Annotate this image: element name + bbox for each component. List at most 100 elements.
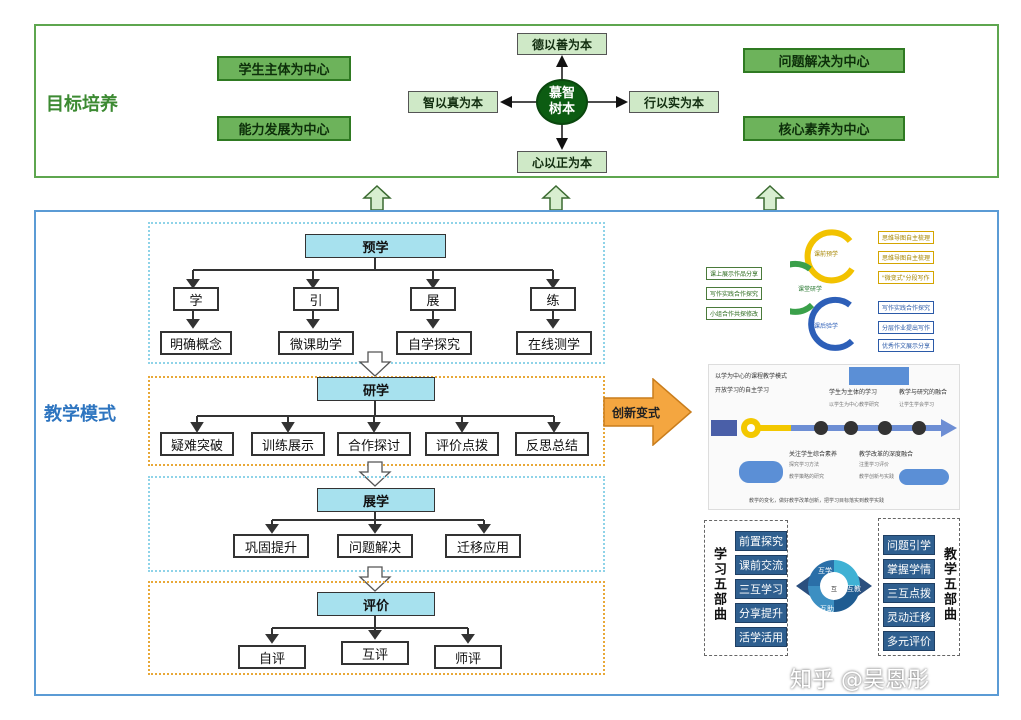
timeline-text: 注重学习评价 [859,462,890,468]
yuxue-leaf: 在线测学 [516,331,592,355]
teaching-step: 多元评价 [883,631,935,651]
timeline-text: 教学改革的深度融合 [859,451,914,458]
timeline-bubble [899,469,949,485]
zhanxue-leaf: 问题解决 [337,534,413,558]
yuxue-leaf: 微课助学 [278,331,354,355]
timeline-caption: 教学的变化，做好教学改革创新，把学习目标落实到教学实践 [749,498,885,504]
teaching-mode-panel [34,210,999,696]
watermark: 知乎 @吴恩彤 [790,668,929,693]
mutual-learning-cycle-icon [796,560,872,612]
mutual-label: 互学 [818,567,832,575]
yuxue-sub-lian: 练 [530,287,576,311]
timeline-text: 让学生学会学习 [899,402,935,408]
teaching-step: 三互点拨 [883,583,935,603]
goal-box-ability-centered: 能力发展为中心 [217,116,351,141]
key-timeline-infographic: 以学为中心的课程教学模式 开放学习的自主学习 学生为主体的学习 教学与研究的融合… [708,364,960,510]
cycle-right-tag: 分层作业提出写作 [878,321,935,334]
cycle-right-tag: 优秀作文展示分享 [878,339,935,352]
key-timeline-bar [711,418,957,438]
learning-step: 课前交流 [735,555,787,575]
stage-zhanxue-head: 展学 [317,488,435,512]
cycle-right-tag: 思维导图自主梳理 [878,231,935,244]
goal-panel [34,24,999,178]
up-arrow-icon [541,184,571,211]
stage-yanxue-head: 研学 [317,377,435,401]
goal-box-competency-centered: 核心素养为中心 [743,116,905,141]
up-arrow-icon [755,184,785,211]
cycle-right-tag: 思维导图自主梳理 [878,251,935,264]
cycle-circle-label: 课前预学 [814,251,839,258]
mutual-label: 互助 [820,605,834,613]
cycle-left-tag: 小组合作共探修改 [706,307,763,320]
teaching-step: 掌握学情 [883,559,935,579]
cycle-infographic: 课前预学 课堂研学 课后验学 课上展示作品分享 写作实践合作探究 小组合作共探修… [706,225,956,355]
teaching-five-parts: 问题引学 掌握学情 三互点拨 灵动迁移 多元评价 教学五部曲 [878,518,960,656]
stage-yuxue-head: 预学 [305,234,446,258]
pingjia-leaf: 自评 [238,645,306,669]
learning-step: 活学活用 [735,627,787,647]
learning-step: 前置探究 [735,531,787,551]
cycle-left-tag: 课上展示作品分享 [706,267,763,280]
learning-five-parts-title: 学习五部曲 [711,547,726,622]
timeline-bubble [739,461,783,483]
stage-pingjia-frame [148,581,605,675]
compass-bottom: 心以正为本 [517,151,607,173]
pingjia-leaf: 师评 [434,645,502,669]
cycle-arcs [790,229,855,351]
yanxue-connectors [190,401,561,433]
cycle-right-tag: 写作实践合作探究 [878,301,935,314]
core-line-1: 慕智 [548,86,575,101]
pingjia-leaf: 互评 [341,641,409,665]
learning-five-parts: 学习五部曲 前置探究 课前交流 三互学习 分享提升 活学活用 [704,520,788,656]
yuxue-connectors [186,258,560,329]
timeline-text: 学生为主体的学习 [829,389,878,396]
teaching-step: 问题引学 [883,535,935,555]
yanxue-leaf: 疑难突破 [160,432,234,456]
goal-box-student-centered: 学生主体为中心 [217,56,351,81]
yanxue-leaf: 反思总结 [515,432,589,456]
pingjia-connectors [265,616,475,644]
innovation-label: 创新变式 [611,405,660,420]
learning-step: 三互学习 [735,579,787,599]
goal-panel-title: 目标培养 [46,94,118,115]
core-line-2: 树本 [548,102,575,117]
timeline-text: 关注学生综合素养 [789,451,838,458]
teaching-five-parts-title: 教学五部曲 [941,547,956,622]
timeline-text: 教学与研究的融合 [899,389,948,396]
cycle-right-tag: "微变式"分段写作 [878,271,934,284]
up-arrow-icon [362,184,392,211]
compass-right: 行以实为本 [629,91,719,113]
yuxue-leaf: 自学探究 [396,331,472,355]
compass-left: 智以真为本 [408,91,498,113]
cycle-circle-label: 课后验学 [814,323,839,330]
yanxue-leaf: 训练展示 [251,432,325,456]
timeline-text: 教学策略的研究 [789,474,825,480]
yanxue-leaf: 合作探讨 [337,432,411,456]
compass-arrows [500,55,628,150]
zhanxue-leaf: 巩固提升 [233,534,309,558]
yuxue-sub-zhan: 展 [410,287,456,311]
cycle-left-tag: 写作实践合作探究 [706,287,763,300]
learning-step: 分享提升 [735,603,787,623]
compass-top: 德以善为本 [517,33,607,55]
goal-box-problem-centered: 问题解决为中心 [743,48,905,73]
down-arrow-icon [358,566,392,592]
timeline-text: 开放学习的自主学习 [715,387,770,394]
stage-pingjia-head: 评价 [317,592,435,616]
teaching-mode-title: 教学模式 [44,404,116,425]
timeline-text: 以学生为中心教学研究 [829,402,880,408]
timeline-text: 以学为中心的课程教学模式 [715,373,788,380]
down-arrow-icon [358,461,392,487]
yanxue-leaf: 评价点拨 [425,432,499,456]
down-arrow-icon [358,351,392,377]
timeline-text: 教学创新与实践 [859,474,895,480]
timeline-highlight-box [849,367,909,385]
cycle-circle-label: 课堂研学 [798,286,823,293]
core-circle: 慕智 树本 [536,79,588,125]
zhanxue-connectors [265,512,491,534]
zhanxue-leaf: 迁移应用 [445,534,521,558]
yuxue-sub-xue: 学 [173,287,219,311]
mutual-label: 互教 [847,585,861,593]
teaching-step: 灵动迁移 [883,607,935,627]
timeline-text: 探究学习方法 [789,462,820,468]
